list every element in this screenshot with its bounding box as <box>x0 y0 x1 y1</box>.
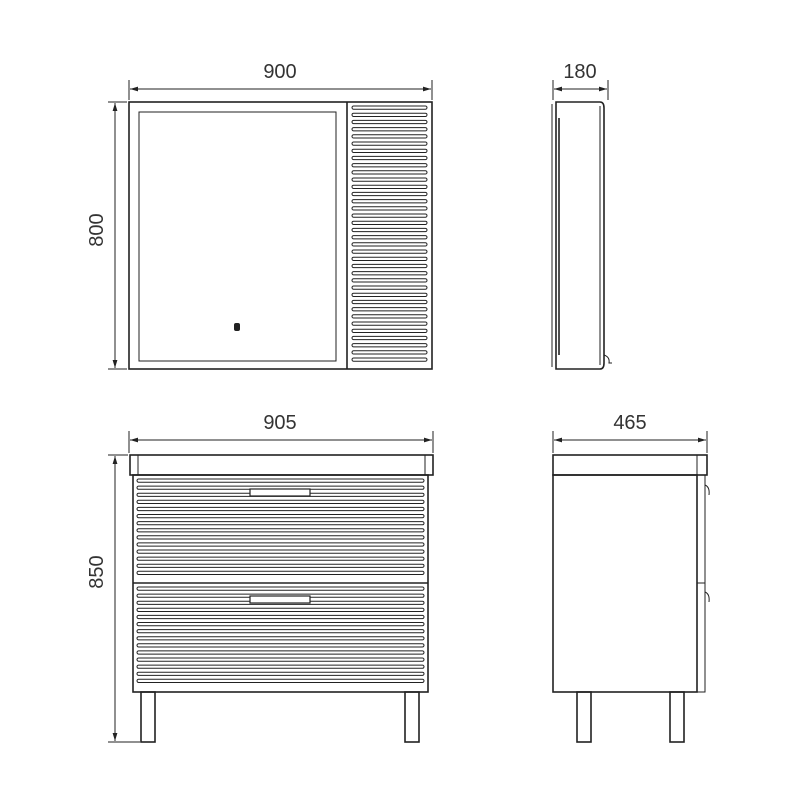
slat <box>351 271 428 276</box>
slat <box>351 343 428 348</box>
slat <box>136 622 425 627</box>
vanity-height-label: 850 <box>86 555 108 588</box>
slat <box>136 556 425 561</box>
countertop <box>129 454 434 476</box>
vanity-width-label: 905 <box>263 412 296 434</box>
slat <box>351 235 428 240</box>
slat <box>351 119 428 125</box>
slat <box>351 177 428 182</box>
slat <box>136 478 425 483</box>
dim-mirror-width: 900 <box>128 61 433 100</box>
slat <box>351 256 428 261</box>
slat <box>136 671 425 676</box>
leg-right <box>404 691 420 743</box>
slat <box>136 657 425 662</box>
mirror-side-view: 180 <box>551 61 612 370</box>
mirror-width-label: 900 <box>263 61 296 83</box>
slat <box>351 191 428 197</box>
slat <box>351 213 428 218</box>
slat <box>351 350 428 355</box>
slat <box>351 285 428 290</box>
slat <box>351 328 428 333</box>
slat <box>351 220 428 225</box>
slat <box>351 148 428 153</box>
slat <box>136 563 425 568</box>
slat <box>136 636 425 641</box>
slat <box>351 105 428 110</box>
vanity-depth-label: 465 <box>613 412 646 434</box>
slat <box>136 521 425 526</box>
slat <box>136 650 425 655</box>
slat <box>351 163 428 168</box>
dim-vanity-height: 850 <box>86 454 140 743</box>
dim-vanity-width: 905 <box>128 412 434 453</box>
slat <box>351 134 428 139</box>
slat <box>351 170 428 175</box>
slat <box>351 249 428 254</box>
mirror-slatted-door <box>351 105 428 362</box>
slat <box>136 499 425 504</box>
slat <box>351 278 428 283</box>
slat <box>351 227 428 233</box>
slat <box>136 528 425 533</box>
slat <box>351 299 428 305</box>
slat <box>136 514 425 519</box>
touch-sensor-icon <box>234 323 240 331</box>
bottom-drawer-handle <box>249 595 311 604</box>
mirror-height-label: 800 <box>86 213 108 246</box>
slat <box>136 542 425 547</box>
slat <box>136 614 425 620</box>
slat <box>136 678 425 683</box>
vanity-slatted-drawers <box>136 478 425 683</box>
slat <box>351 321 428 326</box>
slat <box>351 242 428 247</box>
mirror-glass <box>138 111 337 362</box>
mirror-depth-label: 180 <box>563 61 596 83</box>
slat <box>351 307 428 312</box>
slat <box>136 629 425 634</box>
slat <box>351 292 428 297</box>
slat <box>136 535 425 540</box>
slat <box>136 570 425 575</box>
slat <box>351 314 428 319</box>
slat <box>351 184 428 189</box>
slat <box>351 199 428 204</box>
slat <box>351 112 428 117</box>
vanity-front-view <box>129 454 434 743</box>
slat <box>351 263 428 269</box>
slat <box>351 127 428 132</box>
slat <box>136 643 425 648</box>
mirror-cabinet-outline <box>128 101 433 370</box>
slat <box>136 664 425 669</box>
slat <box>136 506 425 512</box>
slat <box>351 335 428 341</box>
slat <box>351 206 428 211</box>
dim-mirror-height: 800 <box>86 101 127 370</box>
leg-left <box>140 691 156 743</box>
top-drawer-handle <box>249 488 311 497</box>
mirror-front-view <box>128 101 433 370</box>
vanity-side-view: 465 <box>552 412 710 743</box>
slat <box>136 607 425 612</box>
slat <box>136 549 425 554</box>
slat <box>351 141 428 146</box>
slat <box>351 155 428 161</box>
slat <box>136 586 425 591</box>
